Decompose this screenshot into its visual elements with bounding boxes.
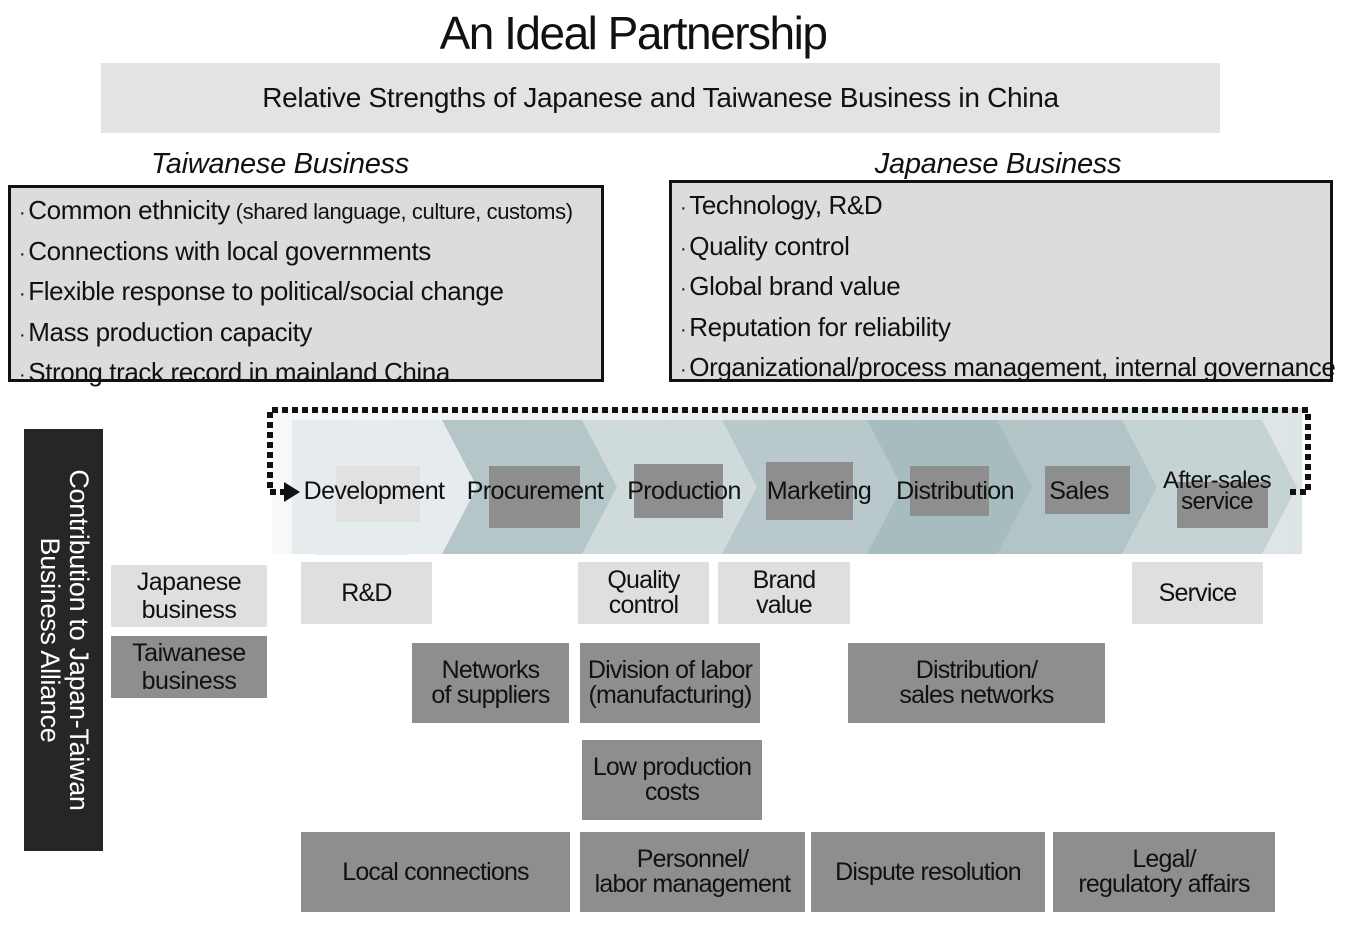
step-distribution: Distribution bbox=[896, 476, 1014, 505]
page-title: An Ideal Partnership bbox=[439, 7, 828, 59]
taiwanese-strengths-box: Common ethnicity (shared language, cultu… bbox=[8, 185, 604, 387]
cell-local-connections: Local connections bbox=[301, 832, 570, 912]
japanese-strengths-list: Technology, R&D Quality control Global b… bbox=[680, 187, 1336, 390]
cell-rd: R&D bbox=[301, 562, 432, 624]
japanese-strengths-box: Technology, R&D Quality control Global b… bbox=[669, 180, 1336, 382]
alliance-sidebar: Contribution to Japan-Taiwan Business Al… bbox=[24, 429, 103, 851]
list-item: Strong track record in mainland China bbox=[19, 354, 593, 395]
production-highlight bbox=[634, 464, 723, 518]
cell-distribution-sales-networks: Distribution/sales networks bbox=[848, 643, 1105, 723]
step-marketing: Marketing bbox=[766, 476, 872, 505]
taiwanese-heading: Taiwanese Business bbox=[151, 148, 409, 180]
list-item: Technology, R&D bbox=[680, 187, 1322, 228]
cell-dispute-resolution: Dispute resolution bbox=[811, 832, 1045, 912]
procurement-highlight bbox=[489, 466, 580, 528]
cell-service: Service bbox=[1132, 562, 1263, 624]
list-item: Organizational/process management, inter… bbox=[680, 349, 1336, 390]
marketing-highlight bbox=[766, 462, 853, 520]
step-procurement: Procurement bbox=[466, 476, 604, 505]
subtitle-banner: Relative Strengths of Japanese and Taiwa… bbox=[101, 63, 1220, 133]
step-sales: Sales bbox=[1049, 476, 1109, 505]
list-item: Mass production capacity bbox=[19, 314, 593, 355]
list-item: Quality control bbox=[680, 228, 1322, 269]
japanese-heading: Japanese Business bbox=[874, 148, 1122, 180]
step-production: Production bbox=[627, 476, 741, 505]
development-shadow bbox=[316, 541, 408, 555]
distribution-highlight bbox=[910, 466, 989, 516]
step-development: Development bbox=[303, 476, 445, 505]
development-highlight bbox=[336, 466, 420, 522]
aftersales-highlight bbox=[1177, 482, 1268, 528]
sales-highlight bbox=[1045, 466, 1130, 514]
list-item: Global brand value bbox=[680, 268, 1322, 309]
list-item: Reputation for reliability bbox=[680, 309, 1322, 350]
cell-personnel-labor-management: Personnel/labor management bbox=[580, 832, 805, 912]
cell-legal-regulatory-affairs: Legal/regulatory affairs bbox=[1053, 832, 1275, 912]
value-chain-arrow bbox=[267, 407, 1311, 554]
list-item: Common ethnicity (shared language, cultu… bbox=[19, 192, 593, 233]
list-item: Flexible response to political/social ch… bbox=[19, 273, 593, 314]
cell-division-of-labor: Division of labor(manufacturing) bbox=[580, 643, 760, 723]
taiwanese-strengths-list: Common ethnicity (shared language, cultu… bbox=[19, 192, 593, 395]
list-item: Connections with local governments bbox=[19, 233, 593, 274]
sidebar-label: Contribution to Japan-Taiwan Business Al… bbox=[34, 469, 94, 811]
